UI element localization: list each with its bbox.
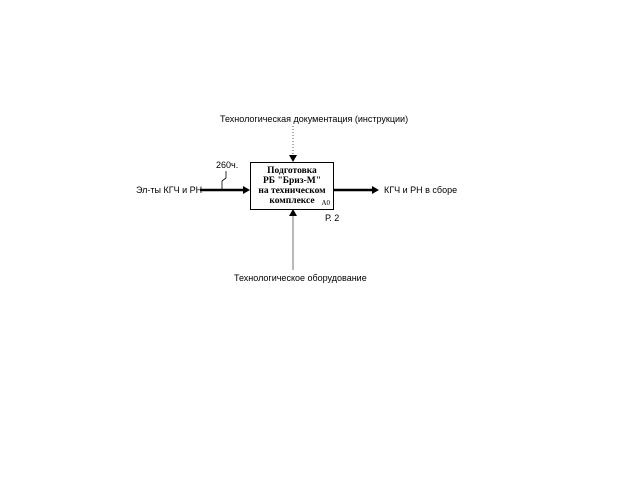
title-line: Подготовка	[267, 166, 317, 176]
tunnel-label: 260ч.	[216, 160, 239, 170]
title-line: комплексе	[269, 196, 315, 206]
output-arrowhead	[372, 186, 379, 194]
page-ref: Р. 2	[325, 213, 340, 223]
tunnel-squiggle	[221, 171, 227, 189]
input-label: Эл-ты КГЧ и РН	[136, 185, 203, 195]
control-arrowhead	[289, 155, 297, 162]
title-line: РБ "Бриз-М"	[263, 176, 321, 186]
mechanism-label: Технологическое оборудование	[234, 273, 367, 283]
title-line: на техническом	[258, 186, 326, 196]
input-arrowhead	[243, 186, 250, 194]
activity-box[interactable]: Подготовка РБ "Бриз-М" на техническом ко…	[250, 162, 334, 210]
mechanism-arrowhead	[289, 209, 297, 216]
node-number: A0	[321, 199, 330, 207]
output-label: КГЧ и РН в сборе	[384, 185, 458, 195]
control-label: Технологическая документация (инструкции…	[220, 114, 409, 124]
activity-title: Подготовка РБ "Бриз-М" на техническом ко…	[251, 166, 333, 206]
